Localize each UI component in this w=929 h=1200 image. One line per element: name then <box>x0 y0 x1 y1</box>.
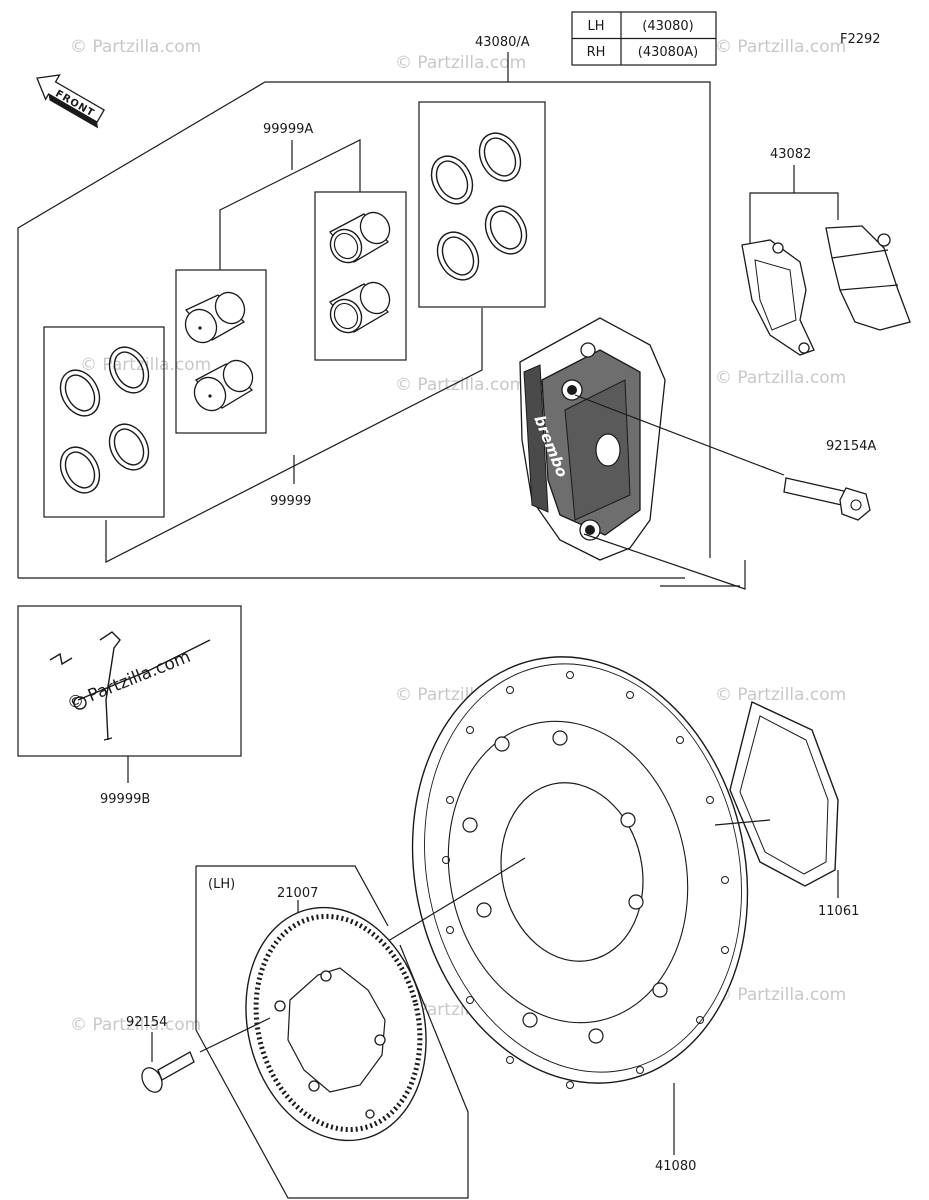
watermark: © Partzilla.com <box>715 368 846 388</box>
watermark: © Partzilla.com <box>80 355 211 375</box>
watermark: © Partzilla.com <box>715 37 846 57</box>
label-hardware-kit: 99999B <box>100 792 150 807</box>
label-rotor-bolt: 92154 <box>126 1015 167 1030</box>
diagram-id: F2292 <box>840 32 881 47</box>
label-caliper-bolt: 92154A <box>826 439 876 454</box>
label-sensor-rotor: 21007 <box>277 886 318 901</box>
piston-box-b <box>314 191 407 361</box>
label-caliper-assembly: 43080/A <box>475 35 530 50</box>
table-side-lh: LH <box>587 19 604 34</box>
label-shim-plate: 11061 <box>818 904 859 919</box>
label-piston-kit: 99999A <box>263 122 313 137</box>
variant-table: LH (43080) RH (43080A) <box>571 11 717 66</box>
label-sensor-rotor-note: (LH) <box>208 877 235 892</box>
front-arrow-icon: FRONT <box>36 74 105 129</box>
brake-caliper-icon: brembo <box>519 317 666 561</box>
seal-ring-icon <box>430 132 528 281</box>
sensor-rotor-icon <box>245 906 427 1142</box>
watermark: © Partzilla.com <box>64 647 193 715</box>
label-brake-pads: 43082 <box>770 147 811 162</box>
brake-pad-icon <box>741 225 911 356</box>
caliper-bolt-icon <box>783 477 871 521</box>
watermark: © Partzilla.com <box>395 375 526 395</box>
hardware-kit-box <box>17 605 242 757</box>
table-part-lh: (43080) <box>642 19 694 34</box>
watermark: © Partzilla.com <box>70 1015 201 1035</box>
piston-box-a <box>175 269 267 434</box>
watermark: © Partzilla.com <box>715 985 846 1005</box>
table-part-rh: (43080A) <box>638 45 698 60</box>
watermark: © Partzilla.com <box>70 37 201 57</box>
table-side-rh: RH <box>587 45 606 60</box>
piston-icon <box>184 291 254 412</box>
seal-ring-box <box>418 101 546 308</box>
caliper-assembly-bracket <box>17 52 711 579</box>
watermark: © Partzilla.com <box>715 685 846 705</box>
label-disc: 41080 <box>655 1159 696 1174</box>
watermark: © Partzilla.com <box>395 53 526 73</box>
brake-disc-icon <box>411 656 749 1089</box>
shim-plate-icon <box>729 701 839 887</box>
piston-icon <box>329 211 391 334</box>
seal-ring-icon <box>59 346 150 494</box>
rotor-bolt-icon <box>141 1051 195 1093</box>
anti-rattle-spring-icon <box>49 631 211 741</box>
seal-kit-box <box>43 326 165 518</box>
label-seal-kit: 99999 <box>270 494 311 509</box>
